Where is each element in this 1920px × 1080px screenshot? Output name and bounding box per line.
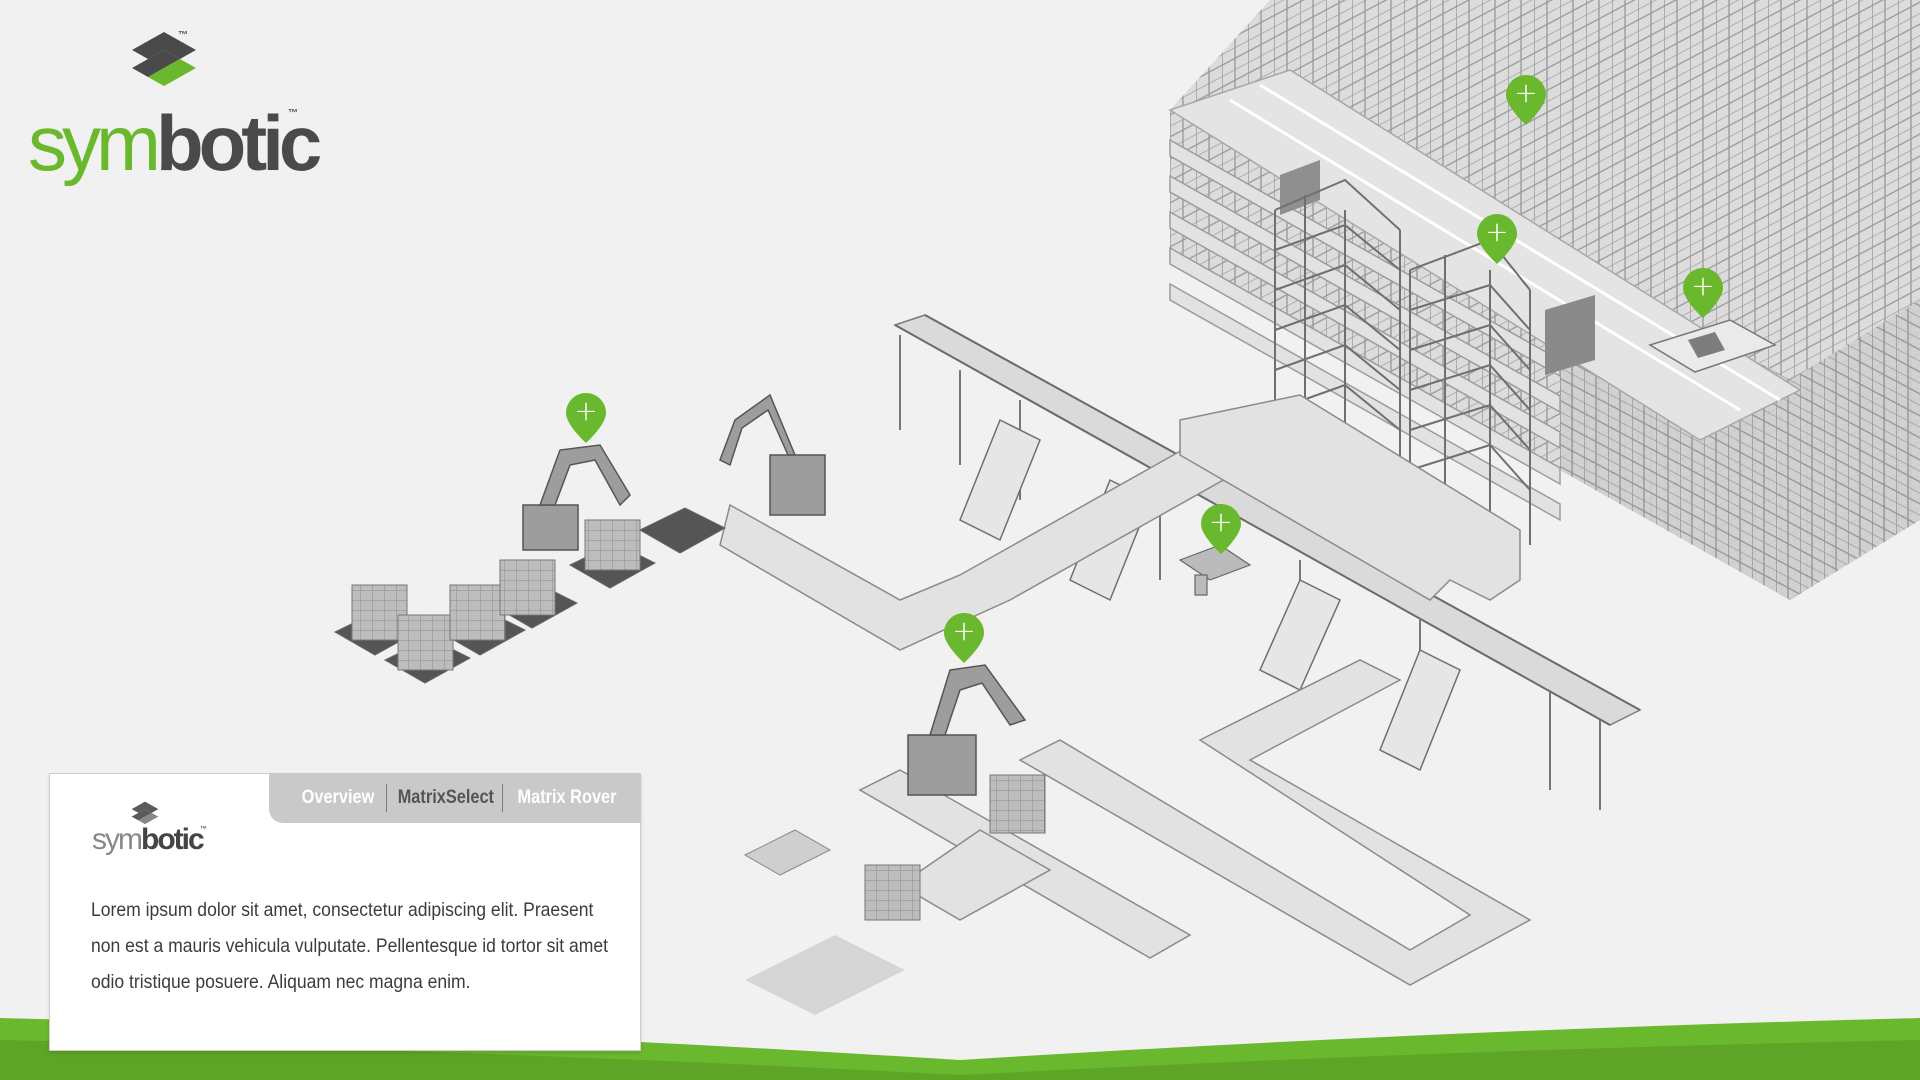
hotspot-storage-lift[interactable]: + xyxy=(1476,213,1518,265)
pallet-stacks xyxy=(333,507,1046,1015)
hotspot-workstation[interactable]: + xyxy=(1200,503,1242,555)
hotspot-robot-palletizer[interactable]: + xyxy=(565,392,607,444)
panel-logo-sym: sym xyxy=(92,823,143,856)
info-panel-description: Lorem ipsum dolor sit amet, consectetur … xyxy=(91,899,609,993)
plus-icon: + xyxy=(574,394,598,427)
info-panel: Overview MatrixSelect Matrix Rover symbo… xyxy=(49,773,641,1051)
logo-wordmark-botic: botic xyxy=(155,99,322,187)
workstation xyxy=(1178,544,1252,596)
plus-icon: + xyxy=(1691,269,1715,302)
logo-wordmark-trademark: ™ xyxy=(288,108,298,119)
tab-separator xyxy=(502,784,503,812)
robot-arms xyxy=(522,393,1027,796)
info-panel-tabs: Overview MatrixSelect Matrix Rover xyxy=(269,773,641,823)
plus-icon: + xyxy=(952,614,976,647)
plus-icon: + xyxy=(1209,505,1233,538)
map-pin-icon xyxy=(1477,214,1517,264)
hotspot-rover-bot[interactable]: + xyxy=(1682,267,1724,319)
logo-mark-icon xyxy=(132,32,196,86)
map-pin-icon xyxy=(1683,268,1723,318)
hotspot-robot-depalletizer[interactable]: + xyxy=(943,612,985,664)
tab-separator xyxy=(386,784,387,812)
logo-wordmark: symbotic xyxy=(28,104,322,182)
storage-structure xyxy=(1168,0,1920,600)
panel-logo-wordmark: symbotic xyxy=(92,823,205,856)
panel-logo-botic: botic xyxy=(141,823,205,856)
logo-mark-icon xyxy=(131,801,159,825)
map-pin-icon xyxy=(944,613,984,663)
tab-overview[interactable]: Overview xyxy=(301,787,375,808)
logo-wordmark-sym: sym xyxy=(28,99,161,187)
hotspot-storage-top[interactable]: + xyxy=(1505,74,1547,126)
map-pin-icon xyxy=(1201,504,1241,554)
logo-mark-trademark: ™ xyxy=(178,30,188,41)
tab-matrixselect[interactable]: MatrixSelect xyxy=(397,787,494,808)
panel-logo-trademark: ™ xyxy=(200,826,207,833)
tab-matrix-rover[interactable]: Matrix Rover xyxy=(517,787,617,808)
plus-icon: + xyxy=(1514,76,1538,109)
map-pin-icon xyxy=(566,393,606,443)
map-pin-icon xyxy=(1506,75,1546,125)
plus-icon: + xyxy=(1485,215,1509,248)
symbotic-logo[interactable]: ™ symbotic ™ xyxy=(28,28,322,182)
panel-logo: symbotic ™ xyxy=(92,800,212,860)
conveyor-lines xyxy=(719,394,1532,986)
